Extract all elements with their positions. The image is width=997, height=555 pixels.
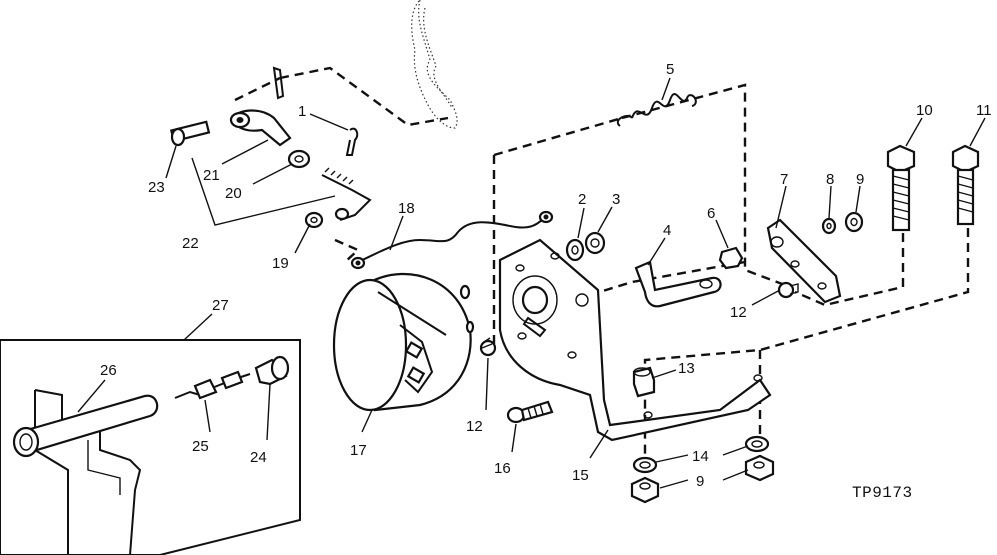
part-8-washer	[821, 217, 837, 235]
part-15-main-bracket	[498, 238, 772, 442]
callout-17: 17	[350, 442, 367, 459]
callout-labels: 1 2 3 4 5 6 7 8 9 10 11 12 13 14 9 15 16…	[100, 61, 992, 490]
callout-9-upper: 9	[856, 171, 864, 188]
callout-1: 1	[298, 103, 306, 120]
part-25-sender	[174, 370, 251, 400]
callout-11: 11	[976, 102, 992, 119]
callout-22: 22	[182, 235, 199, 252]
callout-16: 16	[494, 460, 511, 477]
part-18-wire	[350, 210, 554, 270]
part-20-washer	[287, 149, 311, 169]
part-16-screw	[506, 400, 554, 424]
part-9-nut-left	[630, 476, 660, 504]
part-5-spring	[616, 93, 697, 127]
part-11-bolt	[951, 144, 980, 226]
part-12-fitting-left	[479, 337, 497, 357]
part-7-mounting-plate	[766, 218, 842, 304]
callout-13: 13	[678, 360, 695, 377]
callout-19: 19	[272, 255, 289, 272]
callout-23: 23	[148, 179, 165, 196]
part-14-lockwasher-right	[744, 435, 770, 453]
callout-10: 10	[916, 102, 933, 119]
inset-detail-box	[0, 339, 301, 555]
callout-15: 15	[572, 467, 589, 484]
part-14-lockwasher-left	[632, 456, 658, 474]
callout-14: 14	[692, 448, 709, 465]
part-1-clip-lower	[345, 127, 359, 156]
callout-12-right: 12	[730, 304, 747, 321]
part-12-fitting-right	[777, 281, 799, 299]
part-22-threaded-rod	[321, 167, 372, 221]
callout-24: 24	[250, 449, 267, 466]
callout-2: 2	[578, 191, 586, 208]
callout-27: 27	[212, 297, 229, 314]
part-10-bolt	[886, 144, 916, 232]
linkage-assembly	[169, 66, 372, 229]
part-13-spacer	[632, 366, 656, 398]
part-1-clip-upper	[272, 66, 285, 100]
leader-lines	[165, 77, 986, 489]
callout-6: 6	[707, 205, 715, 222]
callout-26: 26	[100, 362, 117, 379]
callout-21: 21	[203, 167, 220, 184]
callout-7: 7	[780, 171, 788, 188]
part-9-washer-upper	[844, 211, 864, 233]
callout-3: 3	[612, 191, 620, 208]
engine-outline-reference	[411, 0, 458, 129]
part-2-bushing	[565, 238, 585, 262]
callout-5: 5	[666, 61, 674, 78]
callout-4: 4	[663, 222, 671, 239]
callout-8: 8	[826, 171, 834, 188]
part-17-gauge	[332, 273, 475, 412]
callout-25: 25	[192, 438, 209, 455]
part-23-clevis-pin	[169, 120, 211, 147]
callout-20: 20	[225, 185, 242, 202]
callout-12-left: 12	[466, 418, 483, 435]
callout-9-lower: 9	[696, 473, 704, 490]
part-9-nut-right	[744, 454, 775, 482]
callout-18: 18	[398, 200, 415, 217]
part-3-washer	[584, 231, 606, 255]
part-6-nut	[718, 246, 744, 270]
part-19-washer	[304, 211, 324, 229]
part-24-fitting	[254, 355, 290, 386]
figure-id-label: TP9173	[852, 484, 913, 502]
part-4-lever	[634, 260, 722, 308]
part-26-tube	[12, 394, 159, 458]
